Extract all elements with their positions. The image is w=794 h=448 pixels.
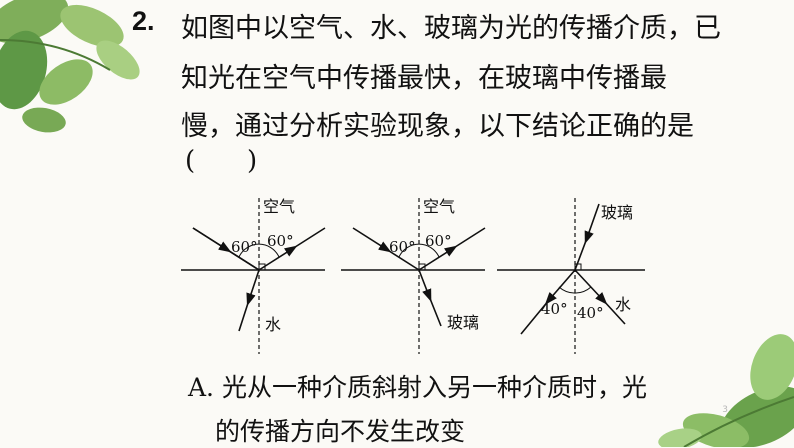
- diagram-glass-water: 玻璃 40° 40° 水: [497, 198, 645, 354]
- question-text-line-2: 知光在空气中传播最快，在玻璃中传播最: [181, 63, 667, 94]
- refraction-diagrams: 空气 60° 60° 水 空气 60° 60° 玻璃 玻璃 40° 40° 水: [181, 197, 645, 354]
- diagram3-angle-left: 40°: [541, 300, 568, 318]
- slide-number: 3: [722, 405, 728, 415]
- option-a-line-2: 的传播方向不发生改变: [215, 417, 466, 446]
- diagram2-angle-right: 60°: [425, 232, 452, 250]
- answer-paren-close: ): [247, 146, 258, 176]
- diagram2-angle-left: 60°: [389, 238, 416, 256]
- leaf-decoration-bottom-right: [658, 334, 794, 447]
- diagram-air-glass: 空气 60° 60° 玻璃: [341, 197, 486, 354]
- diagram3-angle-right: 40°: [577, 304, 604, 322]
- diagram2-bottom-label: 玻璃: [447, 313, 479, 332]
- answer-paren-open: (: [185, 146, 196, 176]
- diagram-air-water: 空气 60° 60° 水: [181, 197, 326, 354]
- option-a-line-1: A. 光从一种介质斜射入另一种介质时，光: [188, 373, 647, 402]
- diagram1-angle-right: 60°: [267, 232, 294, 250]
- diagram3-top-label: 玻璃: [601, 203, 633, 222]
- answer-blank[interactable]: ( ): [181, 146, 261, 178]
- diagram1-top-label: 空气: [263, 197, 295, 216]
- diagram1-bottom-label: 水: [265, 315, 281, 334]
- question-text-line-3: 慢，通过分析实验现象，以下结论正确的是: [181, 111, 694, 142]
- diagram2-top-label: 空气: [423, 197, 455, 216]
- leaf-decoration-top-left: [0, 0, 140, 133]
- question-number: 2.: [132, 6, 155, 36]
- question-text-line-1: 如图中以空气、水、玻璃为光的传播介质，已: [181, 13, 721, 44]
- diagram3-bottom-label: 水: [615, 295, 631, 314]
- diagram1-angle-left: 60°: [231, 238, 258, 256]
